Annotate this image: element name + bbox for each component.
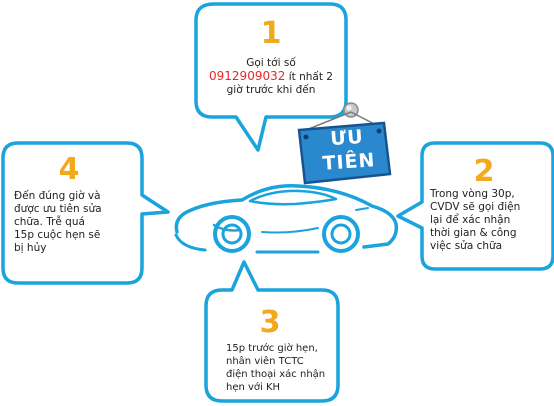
step-1-suffix: ít nhất 2 <box>285 71 333 83</box>
step-1-line3: giờ trước khi đến <box>226 84 316 96</box>
step-3-line: hẹn với KH <box>226 382 281 393</box>
step-3-text: 15p trước giờ hẹn, nhân viên TCTC điện t… <box>226 342 336 394</box>
step-4-number: 4 <box>58 152 80 187</box>
bubble-4 <box>1 141 170 285</box>
step-2-line: Trong vòng 30p, <box>430 188 515 200</box>
step-2-number: 2 <box>473 154 495 189</box>
step-2-text: Trong vòng 30p, CVDV sẽ gọi điện lại để … <box>430 188 550 253</box>
step-1-text: Gọi tới số 0912909032 ít nhất 2 giờ trướ… <box>198 57 344 97</box>
phone-number: 0912909032 <box>209 69 286 83</box>
step-2-line: CVDV sẽ gọi điện <box>430 201 521 213</box>
priority-sign-icon <box>297 102 392 185</box>
step-2-line: lại để xác nhận <box>430 214 511 226</box>
step-3-line: 15p trước giờ hẹn, <box>226 343 318 354</box>
step-3-number: 3 <box>259 305 281 340</box>
step-4-line: chữa. Trễ quá <box>14 216 85 228</box>
step-1-line1: Gọi tới số <box>246 57 296 69</box>
step-4-line: 15p cuộc hẹn sẽ <box>14 229 101 241</box>
step-3-line: điện thoại xác nhận <box>226 369 326 380</box>
step-4-line: bị hủy <box>14 242 47 254</box>
step-2-line: việc sửa chữa <box>430 240 503 252</box>
step-1-number: 1 <box>260 16 282 51</box>
step-4-text: Đến đúng giờ và được ưu tiên sửa chữa. T… <box>14 190 142 255</box>
bubble-2 <box>396 141 554 271</box>
bubble-1 <box>194 2 348 152</box>
step-1-line2: 0912909032 ít nhất 2 <box>198 70 344 84</box>
bubble-3 <box>204 260 340 403</box>
car-icon <box>174 184 399 254</box>
step-4-line: Đến đúng giờ và <box>14 190 101 202</box>
step-4-line: được ưu tiên sửa <box>14 203 102 215</box>
step-2-line: thời gian & công <box>430 227 517 239</box>
step-3-line: nhân viên TCTC <box>226 356 304 367</box>
